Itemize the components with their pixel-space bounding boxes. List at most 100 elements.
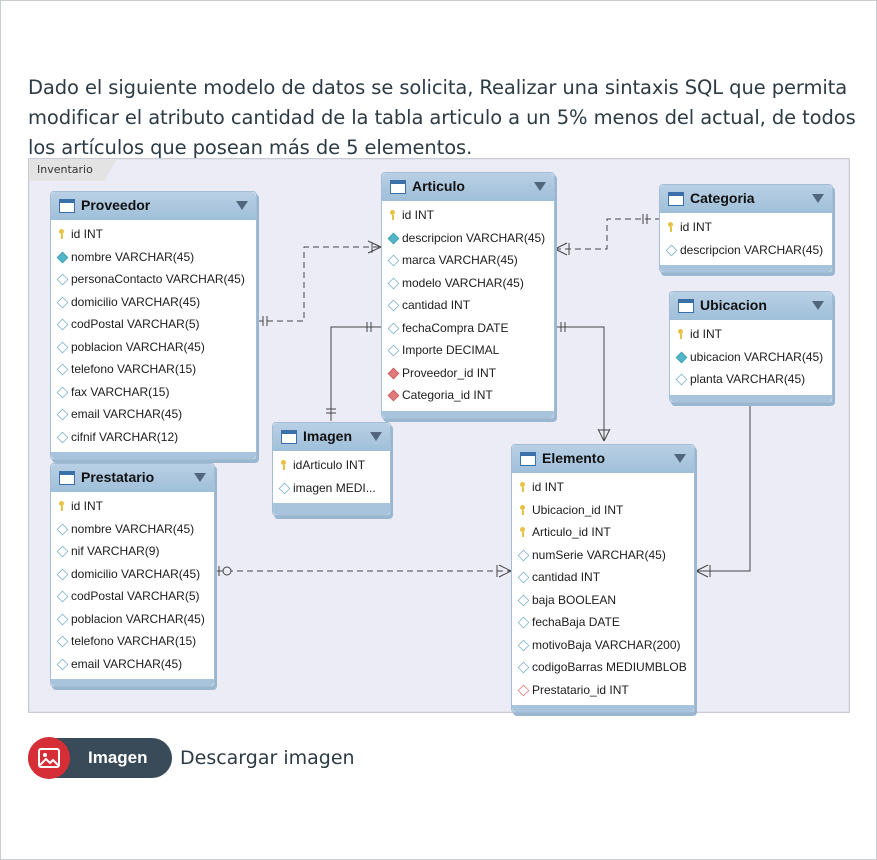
attribute-row[interactable]: codPostal VARCHAR(5)	[51, 585, 214, 608]
attribute-row[interactable]: descripcion VARCHAR(45)	[660, 239, 832, 262]
entity-title: Elemento	[542, 450, 606, 466]
entity-attribute-list: id INT descripcion VARCHAR(45) marca VARCH…	[382, 201, 554, 411]
relation-one-mark	[262, 316, 268, 326]
attribute-row[interactable]: cifnif VARCHAR(12)	[51, 426, 256, 449]
attribute-label: id INT	[532, 480, 565, 494]
chevron-down-icon[interactable]	[674, 454, 686, 463]
attribute-row[interactable]: Importe DECIMAL	[382, 339, 554, 362]
attribute-label: nombre VARCHAR(45)	[71, 249, 195, 264]
attribute-row[interactable]: planta VARCHAR(45)	[670, 368, 832, 391]
attribute-row[interactable]: id INT	[51, 223, 256, 246]
entity-ubicacion[interactable]: Ubicacion id INT ubicacion VARCHAR(45) pla…	[669, 291, 833, 403]
attribute-row[interactable]: id INT	[512, 476, 694, 499]
column-icon	[517, 616, 530, 629]
attribute-row[interactable]: email VARCHAR(45)	[51, 653, 214, 676]
entity-header[interactable]: Proveedor	[51, 192, 256, 220]
attribute-row[interactable]: numSerie VARCHAR(45)	[512, 544, 694, 567]
entity-categoria[interactable]: Categoria id INT descripcion VARCHAR(45)	[659, 184, 833, 273]
column-icon	[56, 590, 69, 603]
file-type-badge[interactable]: Imagen	[28, 737, 172, 779]
table-icon	[390, 180, 406, 194]
attribute-row[interactable]: id INT	[670, 323, 832, 346]
attribute-label: cantidad INT	[532, 570, 601, 584]
attribute-row[interactable]: imagen MEDI...	[273, 477, 390, 500]
attribute-row[interactable]: Ubicacion_id INT	[512, 499, 694, 522]
relation-one-mark	[326, 408, 336, 414]
attribute-row[interactable]: id INT	[382, 204, 554, 227]
entity-proveedor[interactable]: Proveedor id INT nombre VARCHAR(45) person…	[50, 191, 257, 460]
attribute-row[interactable]: Proveedor_id INT	[382, 362, 554, 385]
primary-key-icon	[676, 329, 685, 339]
column-icon	[56, 545, 69, 558]
column-icon	[56, 635, 69, 648]
attribute-row[interactable]: fax VARCHAR(15)	[51, 381, 256, 404]
chevron-down-icon[interactable]	[812, 194, 824, 203]
diagram-tab-label: Inventario	[29, 159, 117, 181]
entity-header[interactable]: Articulo	[382, 173, 554, 201]
attribute-row[interactable]: cantidad INT	[512, 566, 694, 589]
attribute-row[interactable]: nombre VARCHAR(45)	[51, 246, 256, 269]
entity-header[interactable]: Ubicacion	[670, 292, 832, 320]
entity-header[interactable]: Categoria	[660, 185, 832, 213]
relation-articulo-elemento	[555, 326, 605, 441]
relation-many-mark	[367, 240, 382, 254]
attribute-label: domicilio VARCHAR(45)	[71, 566, 201, 581]
attribute-row[interactable]: Prestatario_id INT	[512, 679, 694, 702]
chevron-down-icon[interactable]	[370, 432, 382, 441]
attribute-row[interactable]: codPostal VARCHAR(5)	[51, 313, 256, 336]
attachment: Imagen Descargar imagen	[28, 737, 355, 779]
attribute-row[interactable]: personaContacto VARCHAR(45)	[51, 268, 256, 291]
attribute-row[interactable]: motivoBaja VARCHAR(200)	[512, 634, 694, 657]
column-icon	[387, 322, 400, 334]
attribute-label: descripcion VARCHAR(45)	[680, 242, 824, 257]
entity-title: Imagen	[303, 428, 353, 444]
attribute-row[interactable]: cantidad INT	[382, 294, 554, 317]
chevron-down-icon[interactable]	[534, 182, 546, 191]
table-icon	[281, 430, 297, 444]
attribute-row[interactable]: idArticulo INT	[273, 454, 390, 477]
attribute-row[interactable]: poblacion VARCHAR(45)	[51, 608, 214, 631]
attribute-row[interactable]: telefono VARCHAR(15)	[51, 630, 214, 653]
attribute-label: id INT	[680, 220, 713, 234]
attribute-row[interactable]: ubicacion VARCHAR(45)	[670, 346, 832, 369]
attribute-row[interactable]: domicilio VARCHAR(45)	[51, 291, 256, 314]
table-icon	[59, 199, 75, 213]
attribute-label: descripcion VARCHAR(45)	[402, 230, 546, 245]
attribute-row[interactable]: fechaCompra DATE	[382, 317, 554, 340]
image-icon	[28, 737, 70, 779]
foreign-key-icon	[517, 684, 530, 696]
entity-header[interactable]: Prestatario	[51, 464, 214, 492]
attribute-label: id INT	[690, 327, 723, 341]
attribute-row[interactable]: descripcion VARCHAR(45)	[382, 227, 554, 250]
table-icon	[678, 299, 694, 313]
attribute-row[interactable]: domicilio VARCHAR(45)	[51, 563, 214, 586]
chevron-down-icon[interactable]	[194, 473, 206, 482]
attribute-row[interactable]: modelo VARCHAR(45)	[382, 272, 554, 295]
entity-header[interactable]: Elemento	[512, 445, 694, 473]
attribute-label: id INT	[71, 227, 104, 241]
attribute-row[interactable]: id INT	[51, 495, 214, 518]
attribute-row[interactable]: id INT	[660, 216, 832, 239]
attribute-row[interactable]: Categoria_id INT	[382, 384, 554, 407]
attribute-row[interactable]: nombre VARCHAR(45)	[51, 518, 214, 541]
entity-articulo[interactable]: Articulo id INT descripcion VARCHAR(45) ma…	[381, 172, 555, 419]
entity-header[interactable]: Imagen	[273, 423, 390, 451]
attribute-row[interactable]: baja BOOLEAN	[512, 589, 694, 612]
attribute-row[interactable]: poblacion VARCHAR(45)	[51, 336, 256, 359]
attribute-label: codPostal VARCHAR(5)	[71, 589, 200, 603]
download-image-link[interactable]: Descargar imagen	[180, 747, 355, 769]
chevron-down-icon[interactable]	[236, 201, 248, 210]
attribute-row[interactable]: Articulo_id INT	[512, 521, 694, 544]
column-icon	[56, 341, 69, 353]
attribute-row[interactable]: telefono VARCHAR(15)	[51, 358, 256, 381]
chevron-down-icon[interactable]	[812, 301, 824, 310]
attribute-row[interactable]: marca VARCHAR(45)	[382, 249, 554, 272]
attribute-label: planta VARCHAR(45)	[690, 372, 806, 386]
attribute-row[interactable]: codigoBarras MEDIUMBLOB	[512, 656, 694, 679]
attribute-row[interactable]: fechaBaja DATE	[512, 611, 694, 634]
attribute-row[interactable]: email VARCHAR(45)	[51, 403, 256, 426]
attribute-row[interactable]: nif VARCHAR(9)	[51, 540, 214, 563]
